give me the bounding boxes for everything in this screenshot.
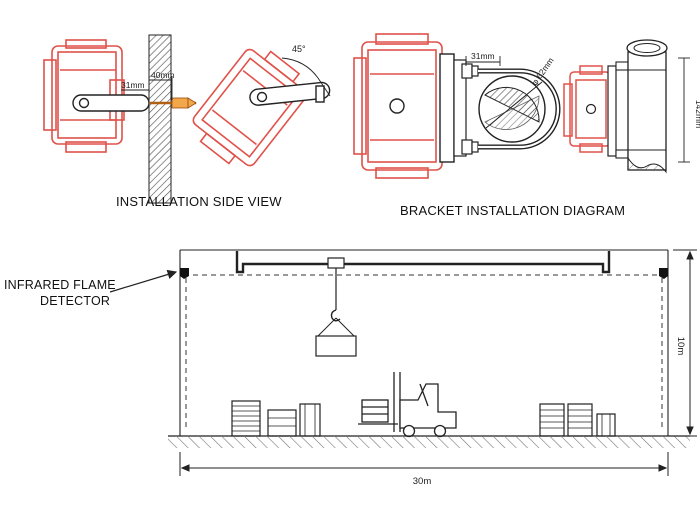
dim-pipe-height: 142mm [694,100,700,128]
label-detector-line1: INFRARED FLAME [4,278,116,292]
bracket-pipe-side-view [563,39,690,174]
dim-room-width: 30m [413,476,432,487]
dim-bracket-31: 31mm [471,51,495,61]
warehouse-diagram [109,249,697,476]
label-detector-line2: DETECTOR [40,294,111,308]
dim-room-height: 10m [675,337,686,356]
bracket-ubolt-view [353,33,561,179]
caption-bracket-diagram: BRACKET INSTALLATION DIAGRAM [400,203,626,218]
caption-side-view: INSTALLATION SIDE VIEW [116,194,282,209]
dim-angle: 45° [292,44,306,54]
side-view-wall-mount [43,34,197,204]
dim-side-31: 31mm [121,80,145,90]
dim-side-40: 40mm [151,70,175,80]
side-view-angled-mount [192,48,331,167]
